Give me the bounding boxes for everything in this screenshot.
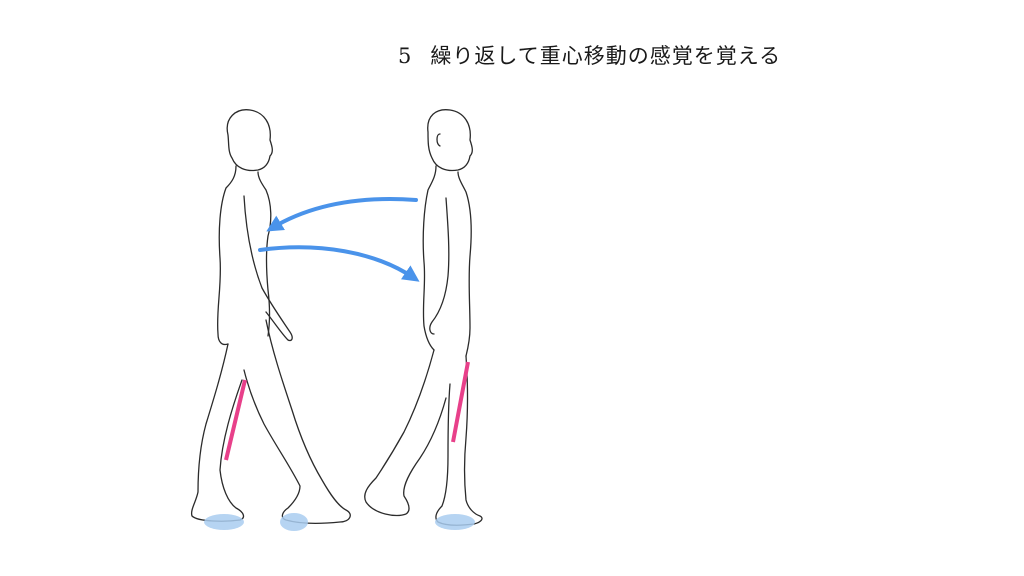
right-walking-figure [364, 109, 483, 526]
step-title: 繰り返して重心移動の感覚を覚える [430, 44, 782, 68]
weight-shift-arrows [258, 197, 420, 282]
right-figure-front-leg [435, 355, 483, 526]
foot-contact-left-heel [204, 514, 244, 530]
right-figure-back-leg [364, 349, 447, 517]
shin-markers [224, 361, 470, 461]
left-figure-head [226, 109, 273, 172]
arrow-left-curved-icon [266, 197, 418, 232]
step-number: 5 [398, 44, 413, 68]
left-figure-front-leg [243, 319, 351, 524]
left-figure-back [216, 165, 237, 346]
right-figure-arm [429, 197, 450, 335]
shin-marker-left [224, 379, 247, 461]
left-figure-front [257, 171, 272, 337]
right-figure-back [422, 165, 437, 351]
left-walking-figure [190, 109, 351, 524]
right-figure-front [457, 171, 472, 357]
shin-marker-right [451, 361, 470, 443]
left-figure-arm [243, 195, 293, 342]
left-figure-back-leg [190, 343, 245, 522]
foot-contact-left-toe [280, 513, 308, 531]
right-figure-ear [436, 133, 441, 147]
slide-title: 5 繰り返して重心移動の感覚を覚える [398, 40, 781, 70]
right-figure-head [427, 109, 473, 172]
arrow-right-curved-icon [258, 245, 420, 282]
foot-contact-right-foot [435, 514, 475, 530]
foot-contact-markers [204, 513, 475, 531]
